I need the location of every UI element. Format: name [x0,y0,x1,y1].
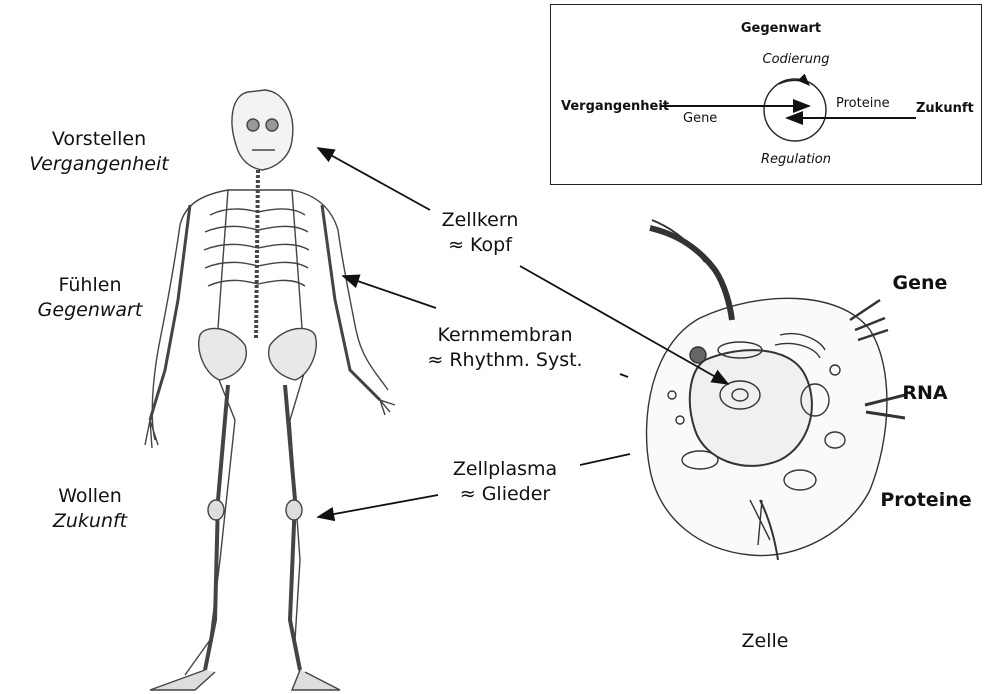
glieder-text: ≈ Glieder [425,482,585,507]
inset-regulation: Regulation [741,152,851,167]
vergangenheit-text: Vergangenheit [14,152,184,177]
cycle-circle [764,79,826,141]
label-zellkern: Zellkern ≈ Kopf [410,208,550,258]
inset-codierung: Codierung [741,52,851,67]
arrow-kernmembran-to-chest [343,276,436,308]
label-zellplasma: Zellplasma ≈ Glieder [425,457,585,507]
inset-vergangenheit: Vergangenheit [561,99,669,114]
kopf-text: ≈ Kopf [410,233,550,258]
arrow-zellplasma-to-cytoplasm [580,454,630,465]
kernmembran-text: Kernmembran [405,323,605,348]
label-fuehlen: Fühlen Gegenwart [0,273,180,323]
inset-proteine: Proteine [836,96,906,111]
inset-title: Gegenwart [731,21,831,36]
skeleton-figure [145,90,395,690]
arrow-zellplasma-to-legs [318,495,438,517]
zellkern-text: Zellkern [410,208,550,233]
cell-caption: Zelle [710,629,820,654]
gegenwart-text: Gegenwart [0,298,180,323]
inset-zukunft: Zukunft [916,101,978,116]
vorstellen-text: Vorstellen [14,127,184,152]
label-wollen: Wollen Zukunft [20,484,160,534]
inset-box: Gegenwart Codierung Vergangenheit Gene P… [550,4,982,185]
cell-label-rna: RNA [890,381,960,406]
zellplasma-text: Zellplasma [425,457,585,482]
zukunft-text: Zukunft [20,509,160,534]
rhythm-syst-text: ≈ Rhythm. Syst. [405,348,605,373]
wollen-text: Wollen [20,484,160,509]
label-vorstellen: Vorstellen Vergangenheit [14,127,184,177]
cell-label-proteine: Proteine [868,488,984,513]
cell-label-gene: Gene [880,271,960,296]
fuehlen-text: Fühlen [0,273,180,298]
inset-gene: Gene [683,111,743,126]
arrow-kernmembran-to-membrane [620,374,628,377]
label-kernmembran: Kernmembran ≈ Rhythm. Syst. [405,323,605,373]
cell-figure [647,220,905,560]
arrow-zellkern-to-head [318,148,430,210]
